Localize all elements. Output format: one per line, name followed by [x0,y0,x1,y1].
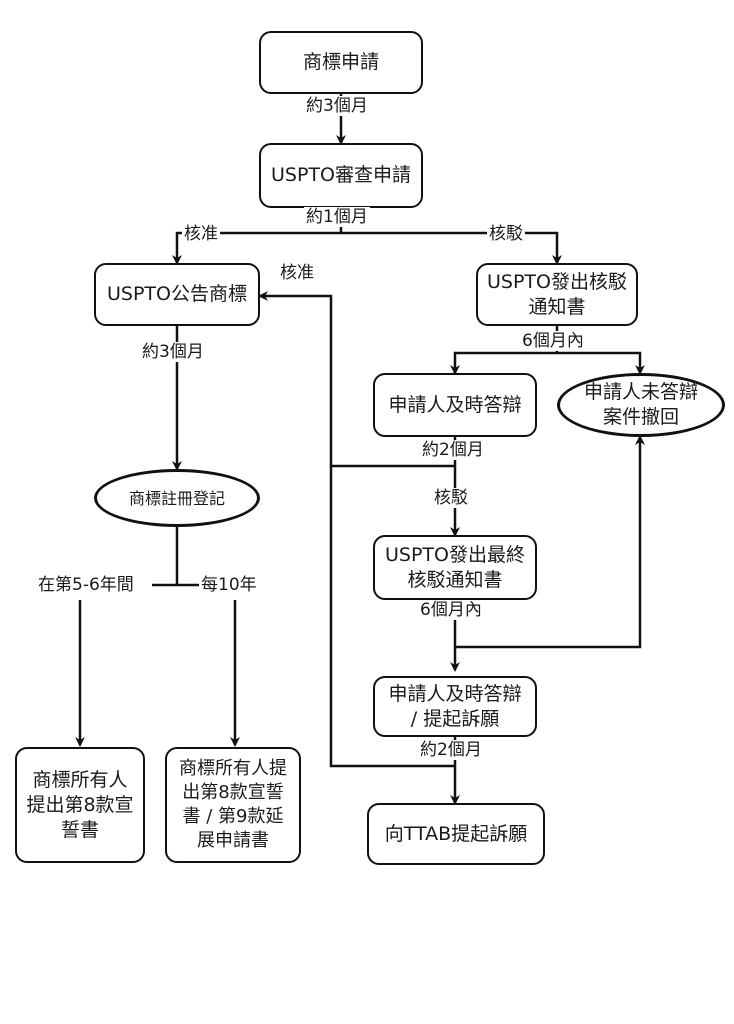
edge-label-reject-again: 核駁 [432,488,470,508]
edge-label-reject: 核駁 [487,224,525,244]
node-label: USPTO公告商標 [107,283,247,305]
edge-exam-approve [172,231,341,265]
edge-label-years-5-6: 在第5-6年間 [36,575,136,595]
node-registration: 商標註冊登記 [94,469,260,527]
edge-label-app-exam: 約3個月 [304,96,370,116]
node-final-office-action: USPTO發出最終 核駁通知書 [373,535,537,600]
node-section8-9: 商標所有人提 出第8款宣誓 書 / 第9款延 展申請書 [165,747,301,863]
edge-label-resp-out: 約2個月 [420,440,486,460]
edge-label-final-out: 6個月內 [418,600,484,620]
node-label: 申請人未答辯 案件撤回 [583,381,698,428]
edge-oa-abandon [557,351,645,375]
node-label: 商標所有人 提出第8款宣 誓書 [26,768,134,841]
node-abandoned: 申請人未答辯 案件撤回 [557,373,725,437]
edge-label-pub-reg: 約3個月 [140,342,206,362]
edge-exam-reject [341,231,562,265]
node-trademark-application: 商標申請 [259,31,423,94]
edge-label-approve: 核准 [182,224,220,244]
node-label: 商標註冊登記 [128,488,225,508]
node-section8: 商標所有人 提出第8款宣 誓書 [15,747,145,863]
edge-label-appeal-out: 約2個月 [418,740,484,760]
edge-resp-approve [329,466,455,768]
edge-reg-left [80,583,177,745]
node-label: 申請人及時答辯 / 提起訴願 [388,682,522,730]
node-label: USPTO發出核駁 通知書 [487,270,627,318]
node-label: 商標所有人提 出第8款宣誓 書 / 第9款延 展申請書 [179,758,287,851]
node-uspto-examination: USPTO審查申請 [259,143,423,208]
edge-approve-back [258,291,455,468]
edge-final-abandon [455,435,645,649]
edge-label-oa-out: 6個月內 [520,331,586,351]
edge-label-every-10: 每10年 [199,575,259,595]
node-response-or-appeal: 申請人及時答辯 / 提起訴願 [373,676,537,737]
node-label: 商標申請 [302,51,379,73]
node-uspto-publication: USPTO公告商標 [94,263,260,326]
node-ttab-appeal: 向TTAB提起訴願 [367,803,545,865]
node-label: USPTO發出最終 核駁通知書 [385,543,525,591]
node-label: 向TTAB提起訴願 [384,822,528,845]
node-label: 申請人及時答辯 [388,393,522,416]
edge-oa-timely [450,351,557,375]
node-label: USPTO審查申請 [271,164,411,186]
node-timely-response: 申請人及時答辯 [373,373,537,437]
edge-label-exam-out: 約1個月 [304,207,370,227]
edge-reg-right [177,583,235,745]
edge-label-approve-back: 核准 [278,263,316,283]
node-office-action: USPTO發出核駁 通知書 [476,263,638,326]
